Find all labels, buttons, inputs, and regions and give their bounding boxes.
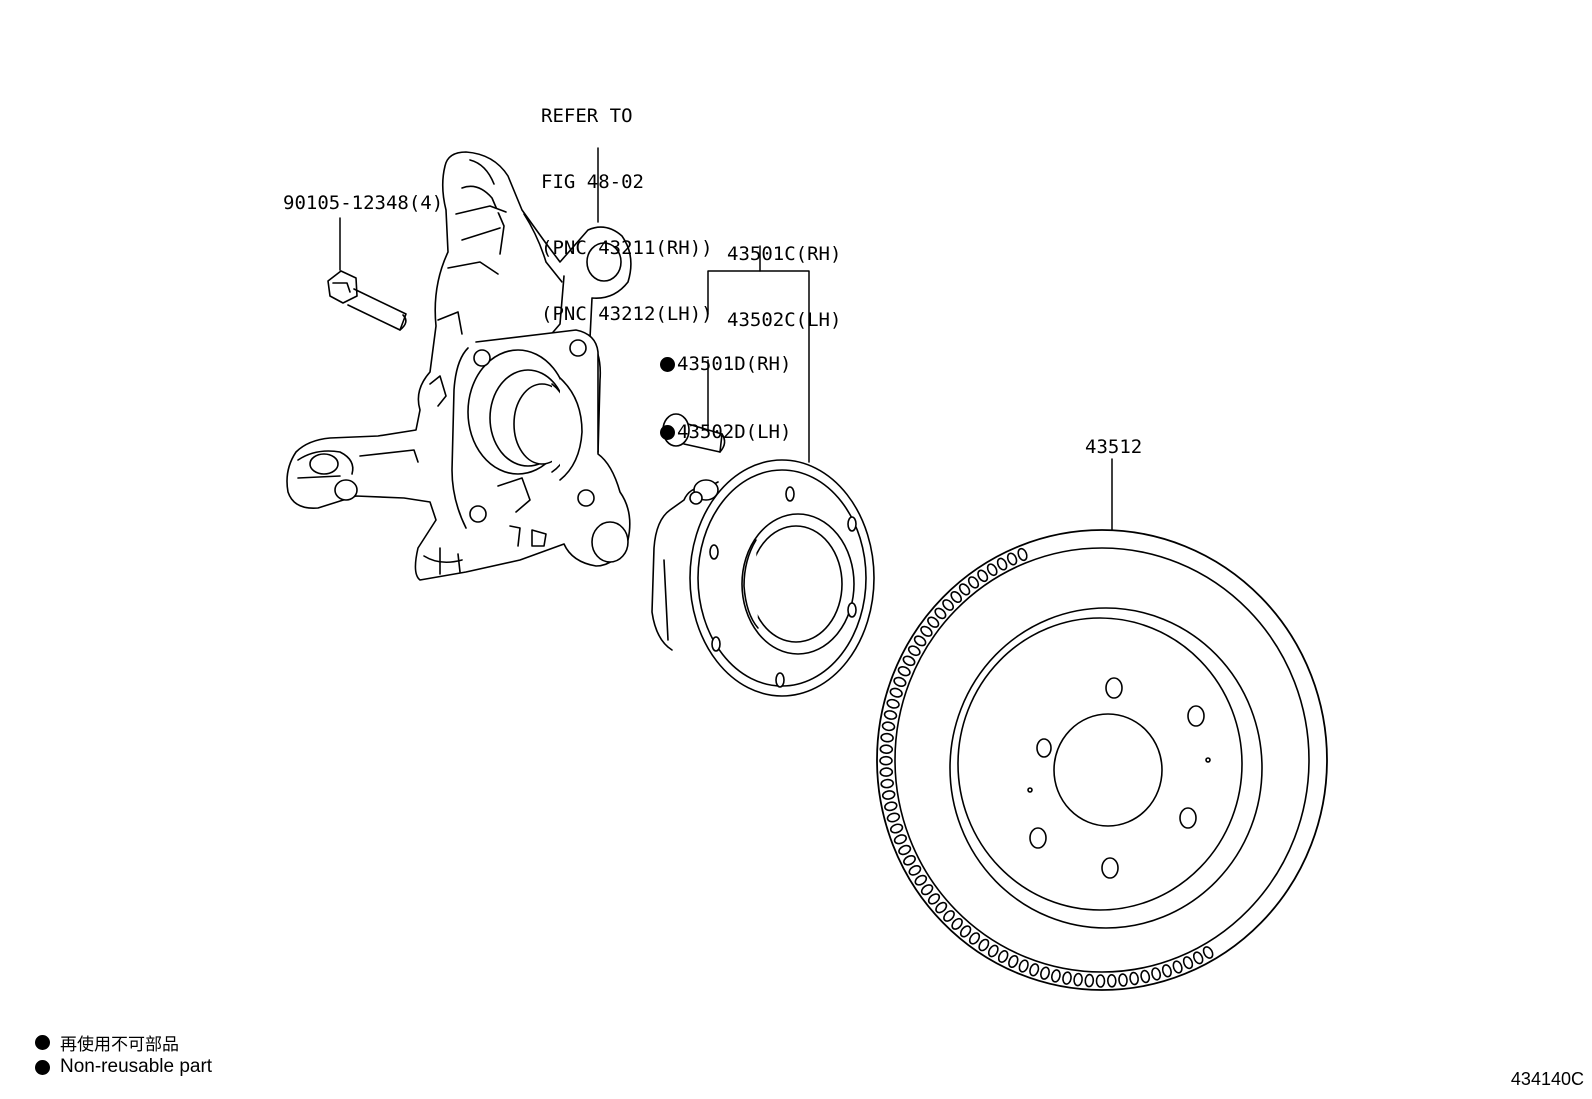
vent-slot	[907, 645, 921, 657]
vent-slot	[1006, 552, 1018, 566]
knuckle-bolt	[327, 270, 407, 331]
vent-slot	[1095, 974, 1106, 988]
hub-assembly-lh: 43502C(LH)	[727, 309, 842, 331]
vent-slot	[1202, 946, 1214, 959]
vent-slot	[914, 874, 928, 886]
vent-slot	[958, 583, 971, 596]
vent-slot	[950, 591, 963, 603]
knuckle-ref-line-3: (PNC 43211(RH))	[541, 237, 713, 259]
vent-slot	[879, 744, 894, 755]
vent-slot	[1029, 963, 1040, 977]
hub-assembly-part-numbers: 43501C(RH) 43502C(LH)	[727, 199, 841, 353]
vent-slot	[889, 823, 904, 834]
legend-en-text: Non-reusable part	[60, 1056, 213, 1077]
non-reusable-dot-icon	[660, 356, 675, 372]
vent-slot	[920, 884, 934, 896]
vent-slot	[913, 635, 927, 647]
disc-part-number: 43512	[1085, 436, 1143, 458]
knuckle-ref-line-4: (PNC 43212(LH))	[541, 303, 713, 325]
leader-lines	[339, 147, 1113, 537]
vent-slot	[1118, 973, 1128, 987]
vent-slot	[1050, 969, 1061, 983]
knuckle-ref-line-1: REFER TO	[541, 105, 633, 127]
vent-slot	[881, 721, 896, 732]
vent-slot	[1161, 964, 1172, 978]
vent-slot	[920, 625, 933, 637]
vent-slot	[881, 790, 896, 800]
hub-bolt-lh: 43502D(LH)	[677, 421, 792, 443]
vent-slot	[880, 778, 894, 789]
vent-slot	[1017, 547, 1028, 562]
vent-slot	[898, 844, 912, 856]
vent-slot	[967, 576, 980, 589]
bolt-part-number: 90105-12348(4)	[283, 192, 444, 214]
vent-slot	[927, 616, 940, 628]
legend-japanese: 再使用不可部品	[35, 1030, 179, 1055]
non-reusable-dot-icon	[35, 1059, 50, 1075]
vent-slot	[1182, 956, 1194, 970]
hub-bearing-assembly	[651, 459, 875, 697]
vent-slot	[1073, 972, 1083, 987]
vent-slot	[1040, 966, 1050, 980]
non-reusable-dot-icon	[660, 424, 675, 440]
non-reusable-dot-icon	[35, 1035, 50, 1050]
vent-slot	[897, 666, 911, 677]
vent-slot	[934, 607, 947, 620]
vent-slot	[1129, 971, 1139, 986]
vent-slot	[879, 755, 893, 766]
vent-slot	[1084, 973, 1095, 988]
knuckle-ref-line-2: FIG 48-02	[541, 171, 644, 193]
vent-slot	[889, 687, 903, 698]
vent-slot	[893, 676, 907, 688]
vent-slot	[968, 932, 981, 945]
vent-slot	[935, 901, 948, 914]
vent-slot	[884, 801, 898, 812]
vent-slot	[1008, 954, 1019, 969]
vent-slot	[1062, 971, 1072, 985]
hub-assembly-rh: 43501C(RH)	[727, 243, 842, 265]
vent-slot	[986, 563, 998, 577]
legend-english: Non-reusable part	[35, 1056, 212, 1078]
vent-slot	[951, 917, 963, 930]
vent-slot	[879, 767, 894, 777]
legend-ja-text: 再使用不可部品	[60, 1035, 179, 1054]
vent-slot	[880, 732, 894, 743]
vent-slot	[978, 938, 990, 952]
vent-slot	[987, 944, 999, 958]
vent-slot	[1018, 959, 1029, 973]
figure-number: 434140C	[1510, 1069, 1584, 1089]
vent-slot	[908, 865, 922, 876]
vent-slot	[942, 599, 955, 611]
vent-slot	[893, 834, 907, 845]
vent-slot	[927, 893, 941, 905]
hub-bolt-part-numbers: 43501D(RH) 43502D(LH)	[660, 309, 791, 465]
hub-bolt-rh: 43501D(RH)	[677, 353, 792, 375]
vent-slot	[996, 557, 1008, 571]
vent-slot	[943, 910, 955, 922]
vent-slot	[1151, 967, 1162, 981]
knuckle-reference-label: REFER TO FIG 48-02 (PNC 43211(RH)) (PNC …	[541, 61, 713, 347]
vent-slot	[903, 855, 916, 866]
brake-disc	[876, 529, 1328, 991]
vent-slot	[1172, 960, 1183, 974]
vent-slot	[886, 698, 900, 709]
vent-slot	[959, 925, 972, 938]
vent-slot	[902, 655, 916, 667]
vent-slot	[977, 569, 989, 583]
vent-slot	[997, 950, 1009, 963]
vent-slot	[883, 710, 898, 720]
disc-cooling-vents	[879, 547, 1214, 988]
steering-knuckle	[286, 151, 632, 581]
vent-slot	[1106, 974, 1117, 988]
vent-slot	[1192, 951, 1204, 965]
vent-slot	[1140, 969, 1151, 984]
vent-slot	[886, 812, 901, 823]
